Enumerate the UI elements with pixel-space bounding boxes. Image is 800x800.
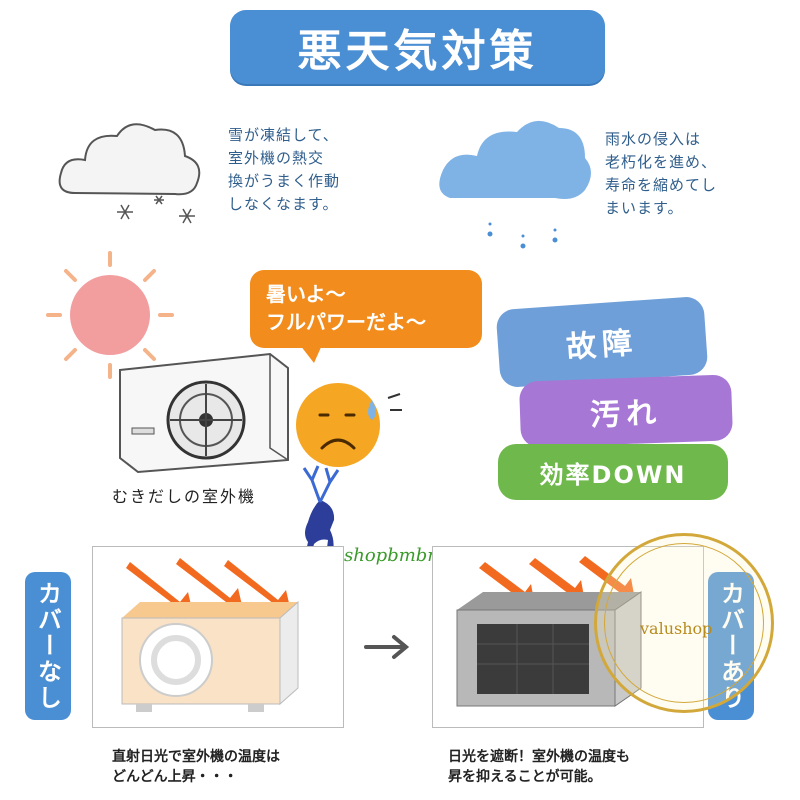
exposed-ac-caption: むきだしの室外機 [112, 487, 257, 506]
snow-note: 雪が凍結して、 室外機の熱交 換がうまく作動 しなくなます。 [228, 126, 341, 213]
no-cover-label: カバーなし [25, 572, 71, 720]
rain-cloud-icon [439, 120, 591, 249]
speech-bubble-tail [300, 345, 322, 363]
shop-stamp-ring [604, 543, 764, 703]
arrow-right-icon [364, 635, 410, 659]
dirt-label: 汚れ [518, 374, 734, 448]
speech-bubble: 暑いよ～ フルパワーだよ～ [250, 270, 482, 348]
ac-unit-icon [119, 352, 289, 474]
rain-note: 雨水の侵入は 老朽化を進め、 寿命を縮めてし まいます。 [605, 130, 718, 217]
deer-logo-icon [302, 465, 340, 560]
snow-cloud-icon [58, 123, 201, 224]
efficiency-down-label: 効率DOWN [498, 444, 728, 500]
no-cover-caption: 直射日光で室外機の温度は どんどん上昇・・・ [112, 749, 280, 785]
failure-label: 故障 [495, 295, 709, 389]
page-title: 悪天気対策 [230, 10, 605, 84]
shop-watermark: shopbmbma [344, 545, 456, 566]
hot-ac-unit-icon [121, 558, 299, 712]
sun-icon [46, 251, 174, 379]
shop-stamp-text: valushop [640, 619, 713, 638]
with-cover-caption: 日光を遮断！室外機の温度も 昇を抑えることが可能。 [448, 749, 630, 785]
sad-face-icon [296, 383, 402, 467]
